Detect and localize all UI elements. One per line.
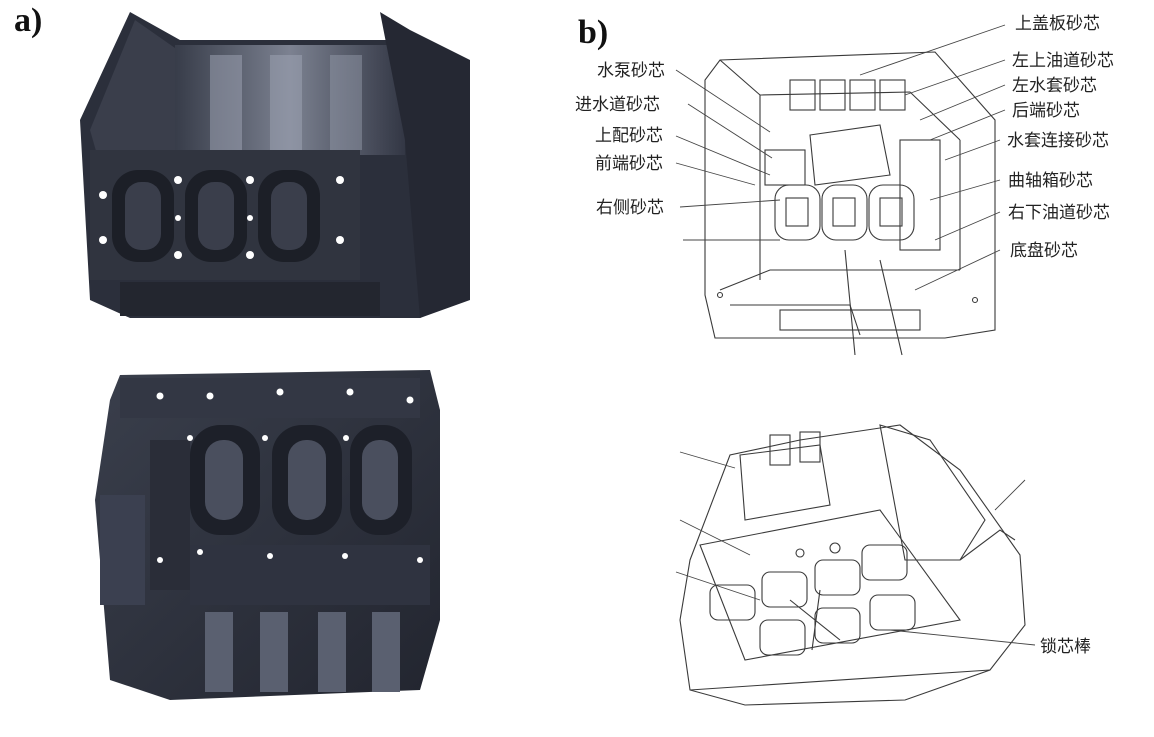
callout-oil-pan-core: 底盘砂芯 [1010,241,1078,261]
callout-left-water-jacket-core: 左水套砂芯 [1012,76,1097,96]
callout-rear-end-core: 后端砂芯 [1012,101,1080,121]
engine-block-top-view [80,12,470,318]
callout-top-cover-core: 上盖板砂芯 [1015,14,1100,34]
core-assembly-top [704,51,996,356]
callout-lock-pin: 锁芯棒 [1040,637,1091,657]
callout-upper-fitting-core: 上配砂芯 [595,126,663,146]
callout-water-inlet-core: 进水道砂芯 [575,95,660,115]
callout-leaders [675,24,1036,646]
callout-crankcase-core: 曲轴箱砂芯 [1008,171,1093,191]
callout-right-side-core: 右侧砂芯 [596,198,664,218]
core-assembly-bottom [679,424,1026,706]
engine-block-bottom-view [95,370,440,700]
callout-left-upper-oil-core: 左上油道砂芯 [1012,51,1114,71]
panel-b-label: b) [578,14,609,51]
crank-cavities [709,544,916,656]
callout-water-jacket-connect-core: 水套连接砂芯 [1007,131,1109,151]
callout-front-end-core: 前端砂芯 [595,154,663,174]
cylinder-core-set [774,184,915,241]
panel-a-label: a) [14,2,43,39]
callout-water-pump-core: 水泵砂芯 [597,61,665,81]
callout-right-lower-oil-core: 右下油道砂芯 [1008,203,1110,223]
